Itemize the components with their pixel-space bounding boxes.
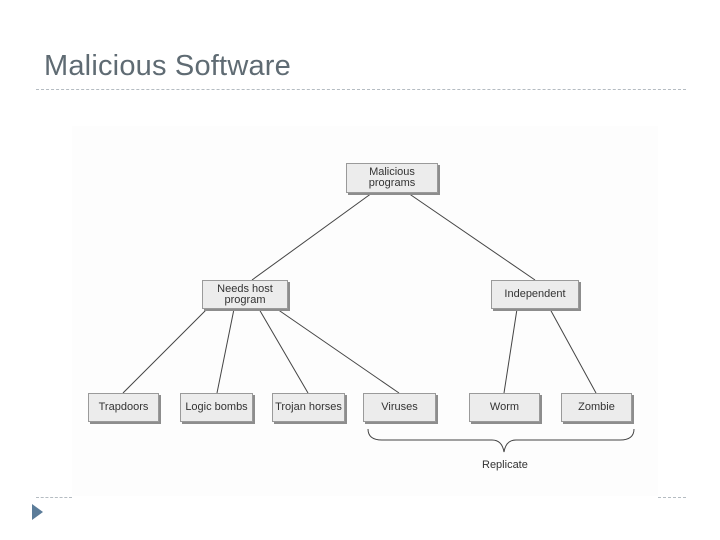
replicate-label: Replicate: [482, 459, 528, 471]
edge-root-needs-host: [251, 192, 373, 281]
node-zombie: Zombie: [561, 393, 632, 422]
slide-title: Malicious Software: [44, 50, 291, 82]
node-logic-bombs: Logic bombs: [180, 393, 253, 422]
bottom-divider-right: [658, 497, 686, 498]
node-viruses: Viruses: [363, 393, 436, 422]
node-trapdoors: Trapdoors: [88, 393, 159, 422]
node-label: programs: [368, 177, 416, 189]
edge-host-trapdoors: [122, 308, 208, 394]
node-label: Independent: [504, 288, 566, 300]
node-label: Needs host: [217, 282, 273, 295]
node-label: Worm: [489, 401, 520, 413]
node-label: Malicious: [369, 166, 415, 178]
node-trojan-horses: Trojan horses: [272, 393, 345, 422]
edge-host-trojan: [258, 308, 309, 394]
node-label: Trapdoors: [98, 401, 149, 413]
replicate-brace: [367, 428, 635, 453]
node-worm: Worm: [469, 393, 540, 422]
node-label: Zombie: [578, 401, 615, 413]
edge-root-independent: [407, 192, 536, 281]
edge-independent-worm: [503, 308, 518, 394]
slide-bullet-icon: [32, 504, 43, 520]
bottom-divider-left: [36, 497, 72, 498]
node-independent: Independent: [491, 280, 579, 309]
diagram-connectors: [122, 192, 635, 453]
node-label: Trojan horses: [275, 401, 342, 413]
edge-independent-zombie: [549, 308, 597, 394]
edge-host-logic-bombs: [216, 308, 235, 394]
title-divider: [36, 89, 686, 90]
node-label: Logic bombs: [185, 401, 248, 413]
edge-host-viruses: [276, 308, 400, 394]
node-label: program: [224, 293, 266, 306]
node-label: Viruses: [381, 401, 418, 413]
